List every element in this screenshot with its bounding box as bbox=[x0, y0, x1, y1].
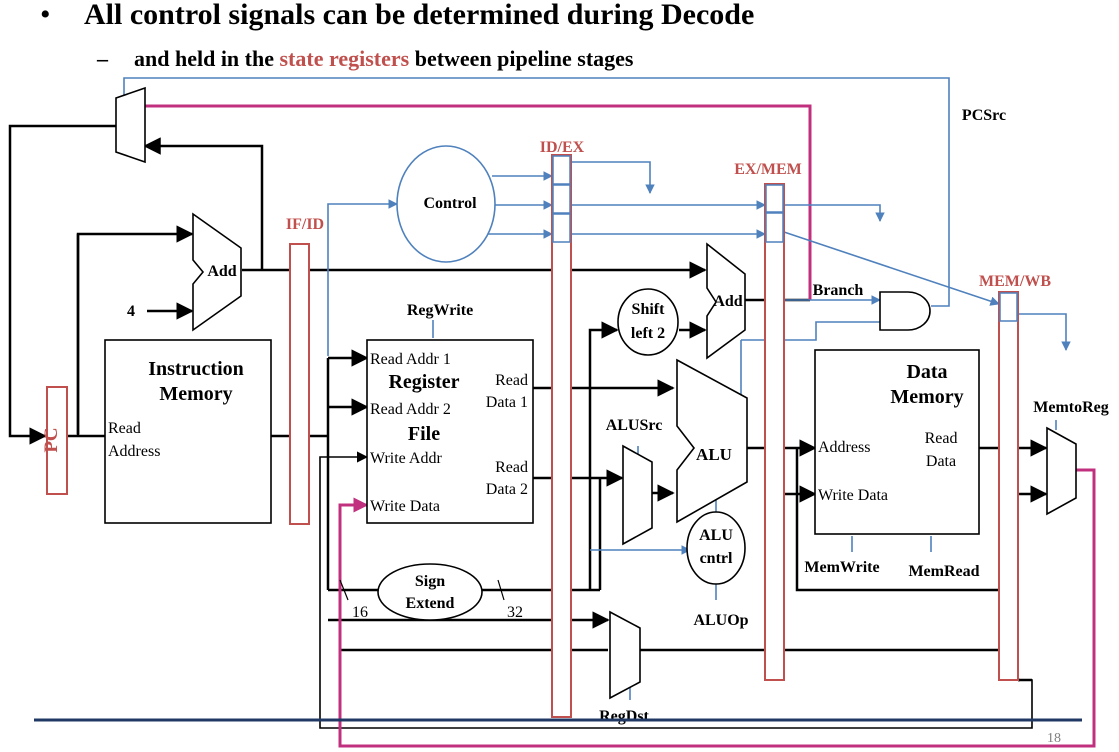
reg-write-data: Write Data bbox=[370, 498, 440, 515]
mem-wb-register bbox=[998, 291, 1019, 681]
alu-ctrl-label-2: cntrl bbox=[700, 550, 733, 567]
data-mem-title-2: Memory bbox=[890, 386, 963, 408]
branch-label: Branch bbox=[813, 282, 864, 299]
reg-read-addr-2: Read Addr 2 bbox=[370, 401, 451, 418]
branch-and-gate bbox=[879, 291, 931, 331]
alusrc-label: ALUSrc bbox=[606, 417, 663, 434]
control-label: Control bbox=[423, 195, 477, 212]
id-ex-register bbox=[551, 154, 572, 718]
id-ex-ctrl-1 bbox=[552, 155, 571, 185]
alu-ctrl-label-1: ALU bbox=[699, 527, 733, 544]
subtitle-highlight: state registers bbox=[280, 46, 410, 71]
data-memory bbox=[814, 349, 980, 535]
width-in-label: 16 bbox=[352, 604, 368, 621]
memtoreg-label: MemtoReg bbox=[1033, 399, 1109, 416]
branch-adder bbox=[706, 242, 746, 360]
width-tick-out bbox=[497, 579, 505, 601]
pc-adder-label: Add bbox=[207, 263, 236, 280]
mem-wb-label: MEM/WB bbox=[979, 273, 1051, 290]
mem-wb-ctrl-1 bbox=[999, 292, 1018, 322]
ex-mem-label: EX/MEM bbox=[734, 161, 802, 178]
aluop-label: ALUOp bbox=[693, 612, 748, 629]
sign-extend bbox=[377, 563, 483, 621]
memtoreg-mux bbox=[1046, 426, 1077, 516]
pc-mux bbox=[115, 86, 146, 164]
pcsrc-label: PCSrc bbox=[962, 107, 1006, 124]
pc-label: PC bbox=[41, 427, 62, 452]
reg-read-data-2b: Data 2 bbox=[486, 481, 528, 498]
instruction-memory bbox=[104, 339, 272, 524]
const-four: 4 bbox=[127, 303, 135, 320]
memwrite-label: MemWrite bbox=[804, 559, 879, 576]
instr-mem-title-2: Memory bbox=[159, 383, 232, 405]
slide-subtitle: and held in the state registers between … bbox=[134, 46, 634, 71]
sign-extend-label-2: Extend bbox=[406, 595, 455, 612]
data-mem-write-data: Write Data bbox=[818, 487, 888, 504]
alusrc-mux bbox=[622, 444, 653, 546]
alu-label: ALU bbox=[696, 445, 732, 464]
instr-mem-port-2: Address bbox=[108, 443, 160, 460]
alu bbox=[676, 358, 748, 524]
shift-label-2: left 2 bbox=[631, 325, 665, 342]
reg-write-addr: Write Addr bbox=[370, 450, 442, 467]
if-id-label: IF/ID bbox=[286, 216, 324, 233]
width-tick-in bbox=[339, 579, 349, 601]
shift-left-2 bbox=[617, 288, 679, 356]
instr-mem-port-1: Read bbox=[108, 420, 141, 437]
data-mem-address: Address bbox=[818, 439, 870, 456]
id-ex-ctrl-3 bbox=[552, 213, 571, 243]
ex-mem-register bbox=[764, 183, 785, 681]
page-number: 18 bbox=[1047, 731, 1061, 746]
id-ex-label: ID/EX bbox=[540, 139, 585, 156]
memread-label: MemRead bbox=[908, 563, 979, 580]
regdst-label: RegDst bbox=[599, 708, 649, 725]
control-unit bbox=[396, 145, 496, 263]
sub-bullet-dash: – bbox=[96, 46, 109, 71]
pc-register bbox=[46, 386, 68, 495]
branch-adder-label: Add bbox=[713, 293, 742, 310]
sign-extend-label-1: Sign bbox=[415, 573, 445, 590]
width-out-label: 32 bbox=[507, 604, 523, 621]
regdst-mux bbox=[609, 610, 641, 700]
reg-read-addr-1: Read Addr 1 bbox=[370, 351, 451, 368]
id-ex-ctrl-2 bbox=[552, 184, 571, 214]
ex-mem-ctrl-2 bbox=[765, 212, 784, 243]
slide-title: All control signals can be determined du… bbox=[84, 0, 754, 31]
register-file bbox=[366, 339, 534, 524]
data-mem-read-data-1: Read bbox=[925, 430, 958, 447]
datapath-wires bbox=[8, 124, 1048, 682]
regwrite-label: RegWrite bbox=[407, 302, 473, 319]
reg-read-data-1a: Read bbox=[495, 372, 528, 389]
reg-title-1: Register bbox=[388, 371, 459, 393]
ex-mem-ctrl-1 bbox=[765, 184, 784, 213]
reg-read-data-2a: Read bbox=[495, 459, 528, 476]
bullet-dot: • bbox=[40, 0, 51, 31]
subtitle-prefix: and held in the bbox=[134, 46, 280, 71]
pc-adder bbox=[192, 212, 242, 332]
reg-title-2: File bbox=[408, 423, 440, 445]
data-mem-title-1: Data bbox=[906, 361, 947, 383]
subtitle-suffix: between pipeline stages bbox=[409, 46, 634, 71]
reg-read-data-1b: Data 1 bbox=[486, 394, 528, 411]
data-mem-read-data-2: Data bbox=[926, 453, 956, 470]
if-id-register bbox=[289, 243, 310, 525]
alu-control bbox=[686, 511, 746, 585]
instr-mem-title-1: Instruction bbox=[148, 358, 244, 380]
shift-label-1: Shift bbox=[632, 301, 666, 318]
